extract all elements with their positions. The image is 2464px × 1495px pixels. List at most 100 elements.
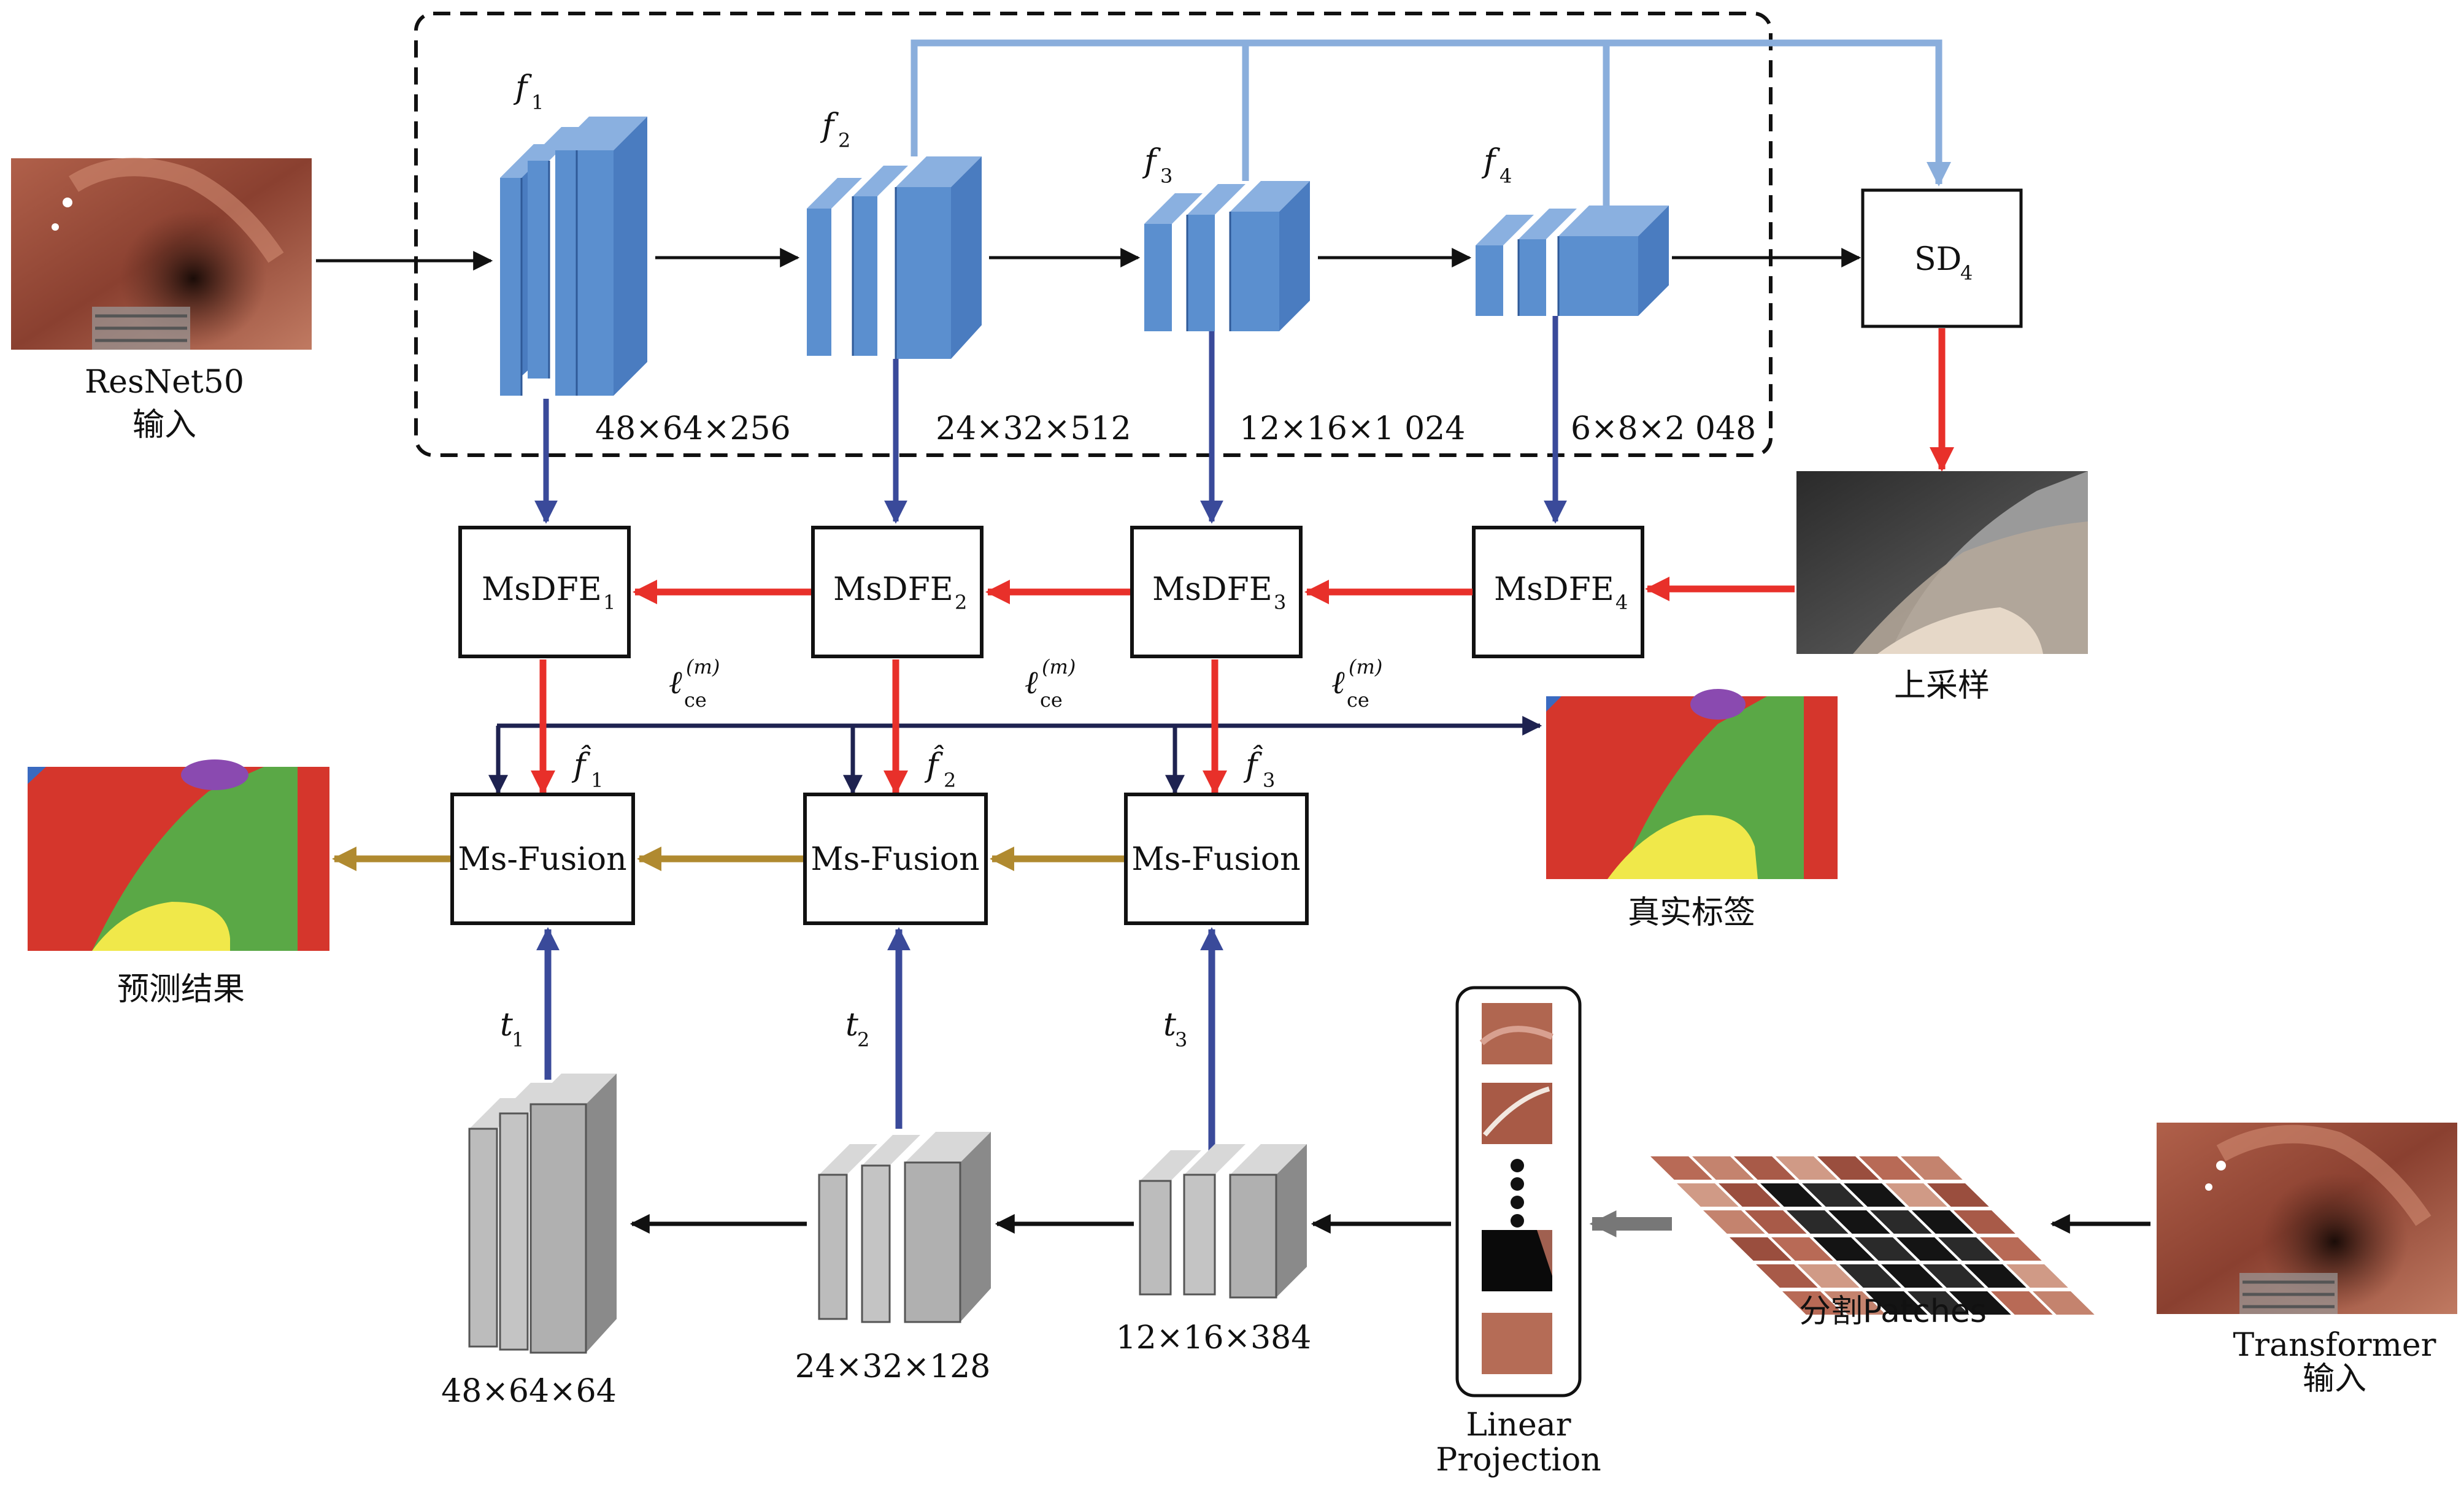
patch-tile — [1901, 1156, 1963, 1180]
f4-sub: 4 — [1500, 164, 1512, 188]
msdfe-3-sub: 3 — [1274, 591, 1286, 614]
msdfe-chain-arrows — [633, 577, 1795, 604]
ms-fusion-1-box — [450, 793, 635, 925]
svg-text:ℓ: ℓ — [1331, 664, 1345, 701]
patch-tile — [1828, 1210, 1890, 1234]
token-block-t3 — [1139, 1144, 1307, 1299]
fhat-2-label: f̂ 2 — [924, 745, 956, 792]
f4-dims: 6×8×2 048 — [1571, 410, 1756, 447]
patch-tile — [1912, 1210, 1974, 1234]
svg-text:t: t — [500, 1007, 513, 1043]
svg-text:(m): (m) — [1042, 655, 1076, 678]
resnet-input-image — [11, 158, 312, 356]
svg-text:3: 3 — [1175, 1028, 1187, 1051]
t3-dims: 12×16×384 — [1116, 1320, 1312, 1356]
patch-tile — [1991, 1291, 2053, 1315]
msdfe-1-sub: 1 — [603, 591, 615, 614]
f4-label: f — [1481, 143, 1500, 180]
patch-tile — [1881, 1264, 1943, 1288]
msdfe-3-label: MsDFE — [1152, 571, 1272, 608]
svg-text:1: 1 — [591, 769, 603, 792]
patch-tile — [1844, 1183, 1906, 1207]
patch-tile — [1771, 1237, 1833, 1261]
sd4-box — [1861, 188, 2023, 328]
upsample-image — [1796, 471, 2088, 654]
patch-tile — [1923, 1264, 1985, 1288]
svg-text:(m): (m) — [686, 655, 720, 678]
patch-tile — [1855, 1237, 1917, 1261]
patch-tile — [1745, 1210, 1807, 1234]
patch-tile — [1927, 1183, 1989, 1207]
patch-tile — [1896, 1237, 1958, 1261]
t3-label: t 3 — [1163, 1007, 1187, 1051]
prediction-label: 预测结果 — [117, 971, 245, 1008]
patch-tile — [1866, 1291, 1928, 1315]
feature-block-f3 — [1144, 181, 1310, 331]
f2-dims: 24×32×512 — [936, 410, 1131, 447]
patch-tile — [1650, 1156, 1712, 1180]
msdfe-1-label: MsDFE — [482, 571, 602, 608]
feature-to-msdfe-arrows — [534, 316, 1567, 524]
token-block-t2 — [818, 1132, 991, 1323]
patch-tile — [1949, 1291, 2011, 1315]
ms-fusion-3-box — [1124, 793, 1309, 925]
patch-tile — [1802, 1183, 1864, 1207]
patch-tile — [1870, 1210, 1932, 1234]
msdfe-2-sub: 2 — [955, 591, 967, 614]
msdfe-2-box — [811, 526, 984, 658]
upsample-label: 上采样 — [1894, 667, 1990, 704]
patch-tile — [1677, 1183, 1739, 1207]
projection-label: Linear — [1466, 1407, 1571, 1443]
svg-text:2: 2 — [857, 1028, 869, 1051]
patch-tile — [1938, 1237, 2000, 1261]
backbone-dashed-box — [414, 12, 1773, 457]
msdfe-1-box — [458, 526, 631, 658]
msdfe-4-sub: 4 — [1615, 591, 1628, 614]
fhat-3-label: f̂ 3 — [1243, 745, 1275, 792]
projection-label-2: Projection — [1436, 1442, 1601, 1478]
loss-label-1: ℓ (m) ce — [669, 655, 720, 712]
svg-text:2: 2 — [944, 769, 956, 792]
ms-fusion-2-label: Ms-Fusion — [810, 841, 979, 878]
svg-text:ce: ce — [1040, 688, 1063, 712]
svg-text:ℓ: ℓ — [1025, 664, 1038, 701]
ms-fusion-2-box — [803, 793, 988, 925]
svg-text:t: t — [845, 1007, 858, 1043]
patch-tile — [1730, 1237, 1792, 1261]
patch-tile — [1798, 1264, 1860, 1288]
svg-text:3: 3 — [1263, 769, 1275, 792]
svg-text:(m): (m) — [1349, 655, 1382, 678]
linear-projection-column — [1455, 986, 1582, 1397]
msdfe-4-box — [1472, 526, 1644, 658]
f2-label: f — [820, 107, 839, 144]
patch-tile — [1813, 1237, 1875, 1261]
patch-tile — [1817, 1156, 1879, 1180]
svg-text:ce: ce — [684, 688, 707, 712]
t1-dims: 48×64×64 — [441, 1373, 617, 1410]
feature-block-f2 — [807, 156, 982, 359]
transformer-input-image — [2157, 1123, 2457, 1319]
patches-grid — [1650, 1156, 2095, 1315]
patch-tile — [1719, 1183, 1781, 1207]
patch-tile — [1703, 1210, 1765, 1234]
transformer-input-label-cn: 输入 — [2303, 1361, 2366, 1397]
token-block-t1 — [468, 1074, 617, 1354]
patch-tile — [1756, 1264, 1818, 1288]
t1-label: t 1 — [500, 1007, 524, 1051]
svg-text:ℓ: ℓ — [669, 664, 682, 701]
patch-tile — [1980, 1237, 2042, 1261]
loss-label-2: ℓ (m) ce — [1025, 655, 1076, 712]
patch-tile — [1954, 1210, 2015, 1234]
skip-connections-to-sd4 — [911, 39, 1951, 206]
patch-tile — [1734, 1156, 1796, 1180]
patch-tile — [2033, 1291, 2095, 1315]
msdfe-to-fusion-arrows — [531, 659, 1227, 795]
patch-tile — [1859, 1156, 1921, 1180]
msdfe-2-label: MsDFE — [833, 571, 953, 608]
svg-text:f̂: f̂ — [924, 745, 944, 784]
feature-block-f1 — [500, 117, 647, 396]
sd4-label: SD — [1914, 241, 1962, 278]
msdfe-4-label: MsDFE — [1494, 571, 1614, 608]
